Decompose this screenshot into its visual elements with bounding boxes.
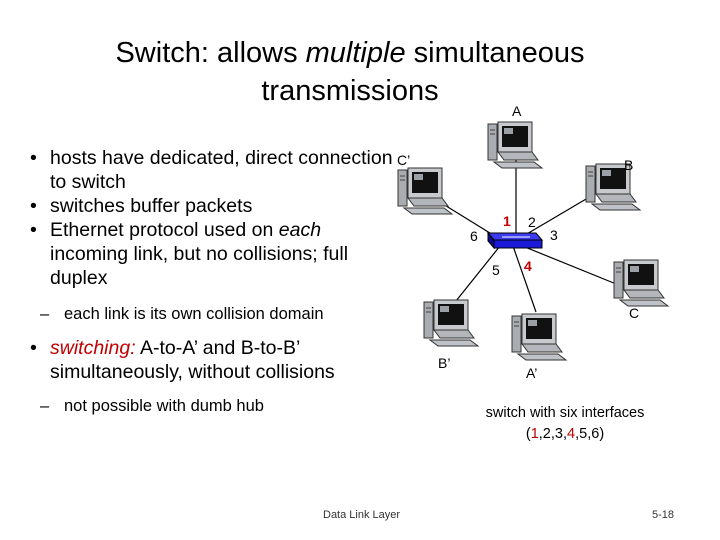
bullet-hosts: hosts have dedicated, direct connection … (28, 146, 393, 194)
title-italic-word: multiple (305, 37, 406, 69)
port-2: 2 (528, 214, 536, 230)
caption-port-4: 4 (567, 426, 576, 442)
bullet-ethernet-text: Ethernet protocol used on (50, 219, 279, 241)
title-suffix: simultaneous (405, 37, 585, 69)
slide-title: Switch: allows multiple simultaneous tra… (60, 34, 640, 110)
bullet-switching: switching: A-to-A’ and B-to-B’ simultane… (28, 336, 393, 384)
caption-comma: , (562, 426, 568, 442)
label-host-B: B (624, 157, 633, 173)
title-line-2: transmissions (261, 75, 439, 107)
bullet-ethernet-italic: each (278, 219, 322, 241)
sub-bullet-collision-domain: each link is its own collision domain (40, 304, 393, 324)
title-prefix: Switch: allows (115, 37, 306, 69)
port-5: 5 (492, 262, 500, 278)
caption-port-5: 5 (579, 426, 588, 442)
label-host-B-prime: B’ (438, 355, 450, 371)
port-4: 4 (524, 258, 532, 274)
bullet-ethernet-rest: incoming link, but no collisions; full d… (50, 243, 349, 289)
caption-paren-open: ( (525, 426, 531, 442)
caption-line-1: switch with six interfaces (485, 405, 645, 421)
caption-port-3: 3 (554, 426, 563, 442)
port-3: 3 (550, 227, 558, 243)
title-line-1: Switch: allows multiple simultaneous (60, 34, 640, 72)
host-C-prime-computer-icon (397, 167, 453, 215)
caption-port-1: 1 (530, 426, 539, 442)
caption-comma: , (575, 426, 580, 442)
link-A-prime (512, 245, 537, 313)
bullet-list: hosts have dedicated, direct connection … (28, 146, 393, 416)
bullet-ethernet: Ethernet protocol used on each incoming … (28, 218, 393, 290)
bullet-buffer: switches buffer packets (28, 194, 393, 218)
label-host-A-prime: A’ (526, 365, 537, 381)
footer-chapter-title: Data Link Layer (323, 509, 401, 521)
host-C-computer-icon (613, 259, 669, 307)
host-A-computer-icon (487, 121, 543, 169)
diagram-caption: switch with six interfaces (1,2,3,4,5,6) (460, 403, 670, 445)
port-1: 1 (503, 213, 511, 229)
switch-icon (486, 231, 544, 250)
caption-port-6: 6 (591, 426, 600, 442)
host-A-prime-computer-icon (511, 313, 567, 361)
port-6: 6 (470, 228, 478, 244)
link-B-prime (451, 245, 501, 307)
footer-page-number: 5-18 (652, 509, 675, 521)
label-host-C-prime: C’ (397, 152, 410, 168)
label-host-C: C (629, 305, 639, 321)
caption-comma: , (550, 426, 555, 442)
caption-line-2: (1,2,3,4,5,6) (460, 424, 670, 445)
caption-comma: , (587, 426, 592, 442)
label-host-A: A (512, 103, 522, 119)
bullet-switching-text: A-to-A’ and B-to-B’ simultaneously, with… (50, 337, 335, 383)
link-B (519, 191, 599, 239)
link-C (519, 244, 627, 289)
caption-port-2: 2 (542, 426, 551, 442)
bullet-switching-keyword: switching: (50, 337, 136, 359)
caption-comma: , (538, 426, 543, 442)
sub-bullet-dumb-hub: not possible with dumb hub (40, 396, 393, 416)
caption-paren-close: ) (599, 426, 605, 442)
host-B-prime-computer-icon (423, 299, 479, 347)
